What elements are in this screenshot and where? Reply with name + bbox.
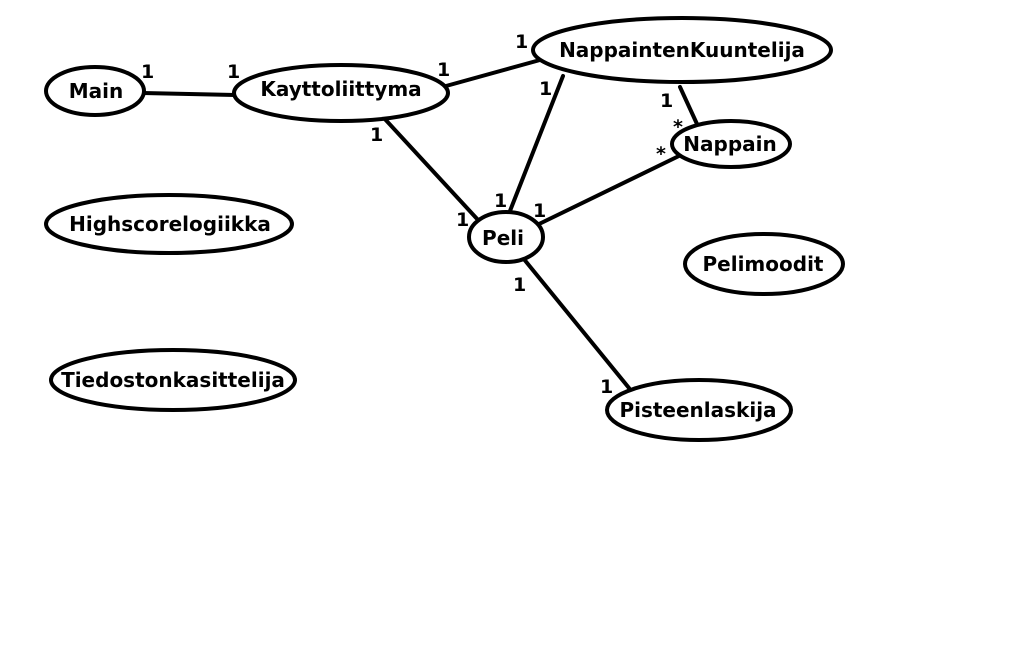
node-label-tiedostonkasittelija: Tiedostonkasittelija bbox=[61, 368, 285, 392]
node-nappain: Nappain bbox=[670, 119, 792, 169]
mult-kayttoliittyma-nk-at-nk: 1 bbox=[515, 31, 528, 53]
mult-main-kayttoliittyma-at-kayttoliittyma: 1 bbox=[227, 61, 240, 83]
node-tiedostonkasittelija: Tiedostonkasittelija bbox=[49, 348, 297, 412]
node-label-pisteenlaskija: Pisteenlaskija bbox=[619, 398, 776, 422]
node-label-nappaintenkuuntelija: NappaintenKuuntelija bbox=[559, 38, 805, 62]
edge-nappaintenkuuntelija-nappain bbox=[678, 85, 699, 126]
node-main: Main bbox=[44, 65, 146, 117]
edge-peli-pisteenlaskija bbox=[521, 256, 631, 390]
edge-nappaintenkuuntelija-peli bbox=[506, 74, 565, 218]
edge-kayttoliittyma-nappaintenkuuntelija bbox=[444, 58, 542, 88]
node-peli: Peli bbox=[467, 210, 545, 264]
mult-kayttoliittyma-peli-at-peli: 1 bbox=[456, 209, 469, 231]
node-highscorelogiikka: Highscorelogiikka bbox=[44, 193, 294, 255]
node-label-pelimoodit: Pelimoodit bbox=[703, 252, 824, 276]
mult-peli-pisteenlaskija-at-pisteenlaskija: 1 bbox=[600, 376, 613, 398]
node-pisteenlaskija: Pisteenlaskija bbox=[605, 378, 793, 442]
edge-kayttoliittyma-peli bbox=[381, 115, 481, 223]
mult-peli-pisteenlaskija-at-peli: 1 bbox=[513, 274, 526, 296]
edge-main-kayttoliittyma bbox=[141, 91, 237, 97]
mult-kayttoliittyma-nk-at-kayttoliittyma: 1 bbox=[437, 59, 450, 81]
node-label-main: Main bbox=[69, 79, 124, 103]
mult-nk-nappain-at-nappain: * bbox=[673, 116, 683, 138]
mult-main-kayttoliittyma-at-main: 1 bbox=[141, 61, 154, 83]
edge-peli-nappain bbox=[535, 152, 685, 227]
node-label-highscorelogiikka: Highscorelogiikka bbox=[69, 212, 271, 236]
node-label-kayttoliittyma: Kayttoliittyma bbox=[260, 77, 421, 101]
mult-peli-nappain-at-nappain: * bbox=[656, 143, 666, 165]
node-pelimoodit: Pelimoodit bbox=[683, 232, 845, 296]
node-label-peli: Peli bbox=[482, 226, 524, 250]
mult-peli-nappain-at-peli: 1 bbox=[533, 200, 546, 222]
mult-nk-peli-at-nk: 1 bbox=[539, 78, 552, 100]
node-nappaintenkuuntelija: NappaintenKuuntelija bbox=[531, 16, 833, 84]
node-label-nappain: Nappain bbox=[683, 132, 776, 156]
mult-nk-peli-at-peli: 1 bbox=[494, 190, 507, 212]
mult-nk-nappain-at-nk: 1 bbox=[660, 90, 673, 112]
mult-kayttoliittyma-peli-at-kayttoliittyma: 1 bbox=[370, 124, 383, 146]
node-kayttoliittyma: Kayttoliittyma bbox=[232, 63, 450, 123]
